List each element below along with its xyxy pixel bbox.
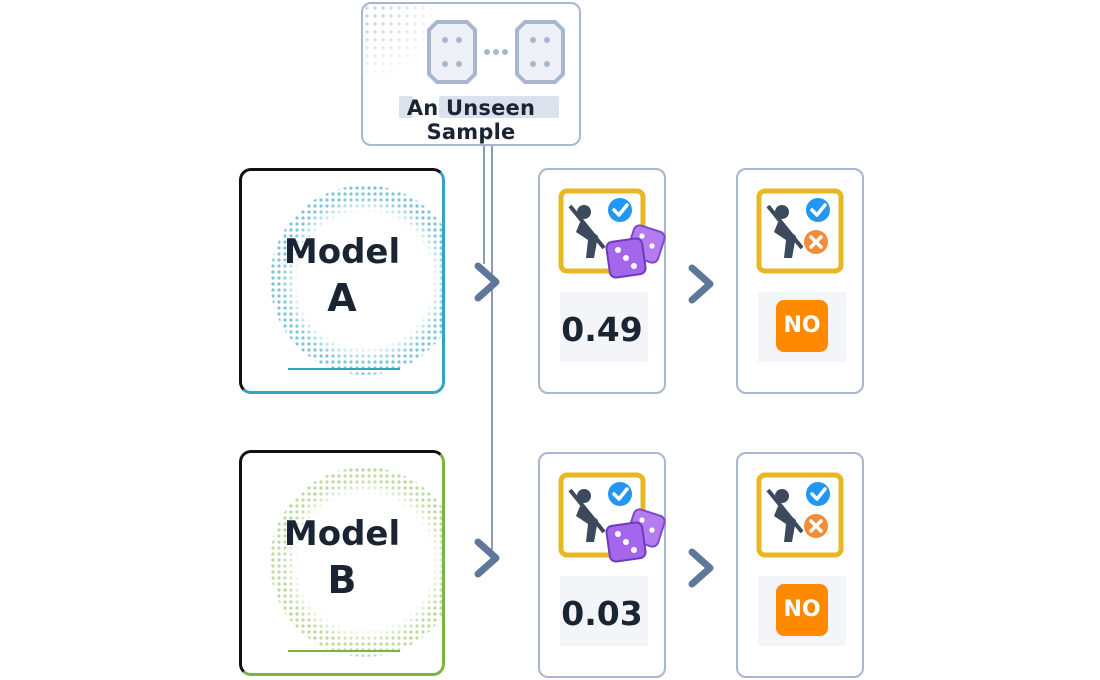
golf-dice-icon [558,472,666,563]
chevron-right-icon [688,264,714,304]
model-b-dot-ring [270,467,442,657]
checkmark-icon [608,198,632,222]
score-background [560,576,648,646]
golf-player-icon [766,204,804,258]
decision-card-a: NO [736,168,864,394]
checkmark-icon [608,482,632,506]
chip-icon [515,20,565,84]
chevron-right-icon [688,548,714,588]
checkmark-icon [806,198,830,222]
sample-bar [399,96,413,118]
golf-cross-icon [756,472,844,558]
unseen-sample-card: An Unseen Sample [361,2,581,146]
score-card-b: 0.03 [538,452,666,678]
decision-badge-b: NO [776,584,828,636]
model-a-card: Model A [239,168,445,394]
golf-player-icon [568,204,606,258]
score-value-a: 0.49 [561,310,643,349]
model-b-card: Model B [239,450,445,676]
golf-dice-icon [558,188,666,279]
dice-icon [605,224,666,279]
score-card-a: 0.49 [538,168,666,394]
chip-icon [427,20,477,84]
decision-card-b: NO [736,452,864,678]
model-a-label-line2: A [327,276,357,320]
model-a-dot-ring [270,185,442,375]
score-value-b: 0.03 [561,594,643,633]
dice-icon [605,508,666,563]
icon-frame [756,188,844,274]
chevron-right-icon [474,262,500,302]
chevron-right-icon [474,538,500,578]
chip-pair-icon [427,20,565,84]
connector-line [491,146,493,550]
checkmark-icon [806,482,830,506]
golf-player-icon [766,488,804,542]
score-background [560,292,648,362]
icon-frame [756,472,844,558]
model-b-label-line2: B [327,558,357,602]
decision-badge-a: NO [776,300,828,352]
model-a-underline [288,368,400,370]
model-a-label-line1: Model [283,232,401,272]
golf-cross-icon [756,188,844,274]
sample-bar [439,96,559,118]
model-b-underline [288,650,400,652]
ellipsis-connector [484,49,508,55]
golf-player-icon [568,488,606,542]
sample-label: An Unseen Sample [406,96,536,144]
model-b-label-line1: Model [283,514,401,554]
connector-line [483,146,485,264]
